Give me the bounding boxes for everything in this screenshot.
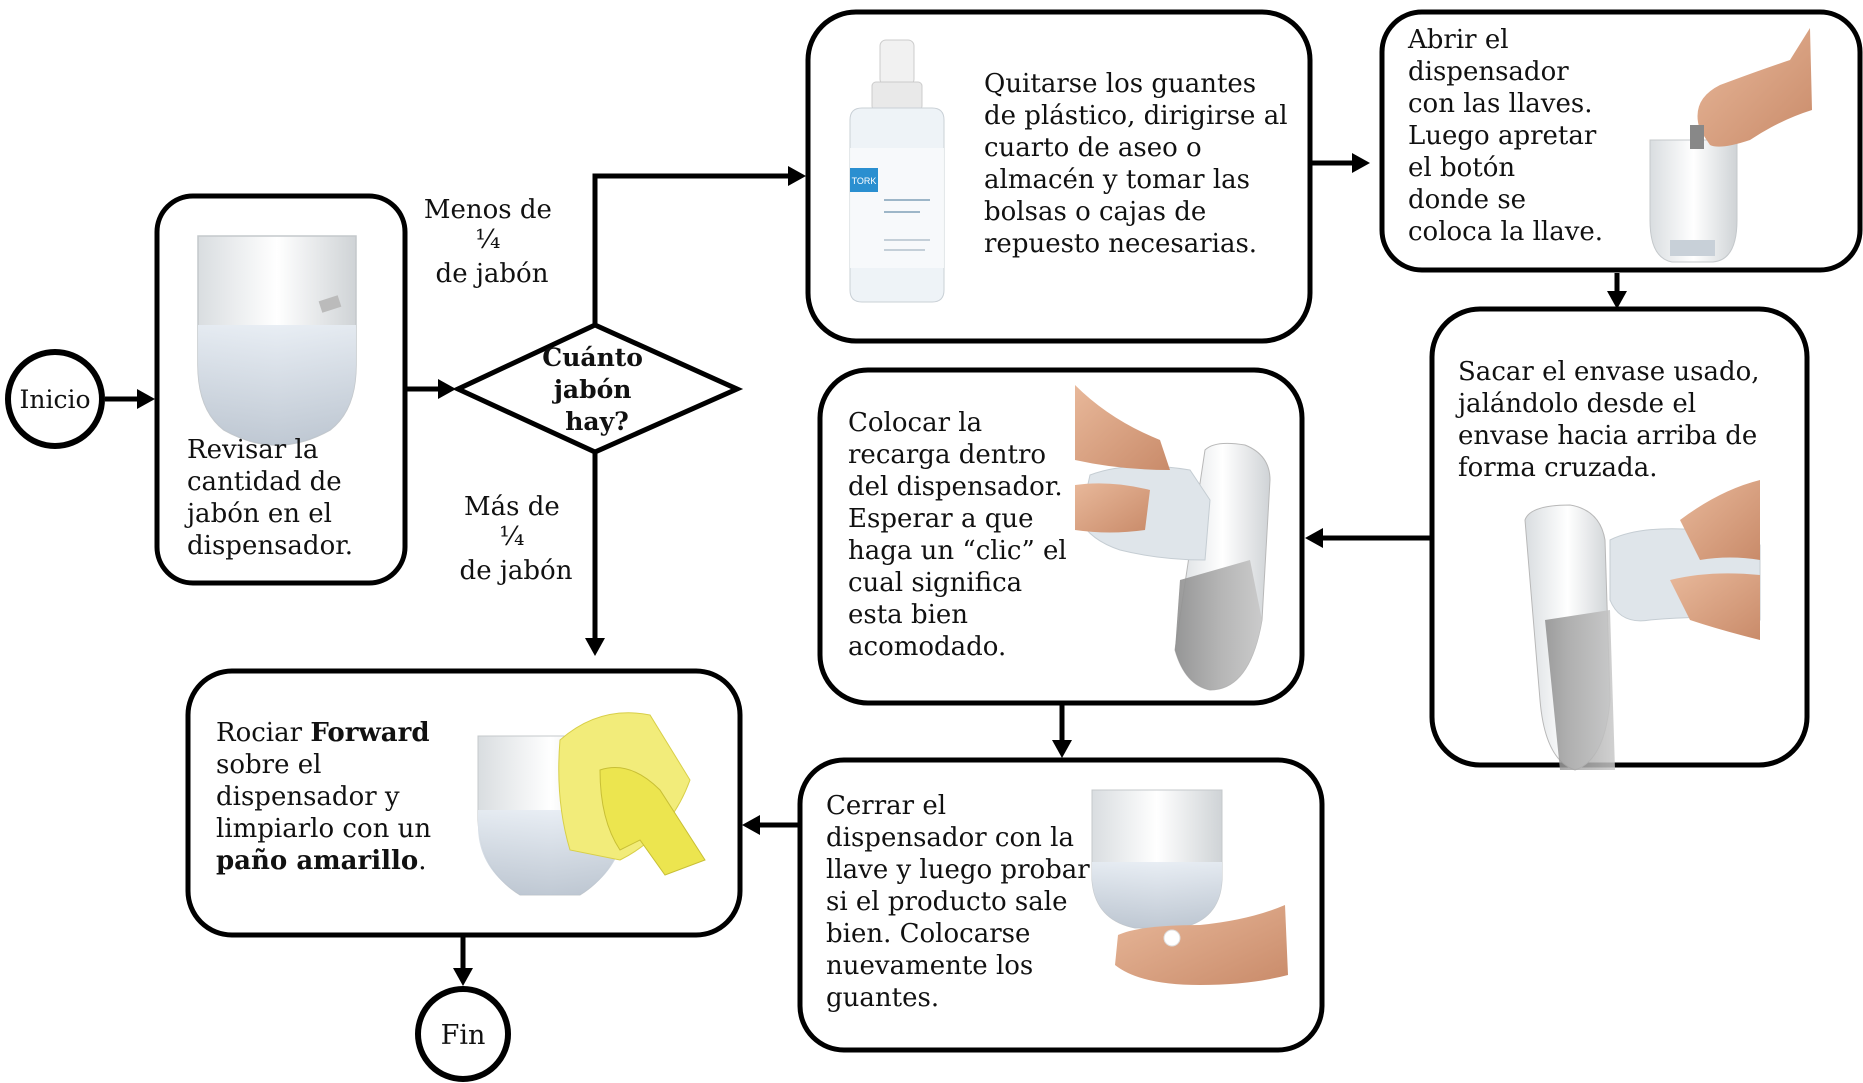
remove-container-text: Sacar el envase usado, jalándolo desde e… bbox=[1455, 357, 1768, 483]
end-node: Fin bbox=[415, 986, 511, 1082]
clean-text: Rociar Forward sobre el dispensador y li… bbox=[216, 718, 439, 876]
decision-text: Cuánto jabón hay? bbox=[542, 343, 651, 436]
arrowhead bbox=[453, 968, 473, 986]
edge-decision-less bbox=[592, 173, 788, 325]
arrowhead bbox=[788, 166, 806, 186]
connectors bbox=[105, 153, 1627, 986]
tork-foam-soap-refill-bottle-photo: TORK bbox=[849, 39, 945, 303]
end-label: Fin bbox=[441, 1020, 486, 1051]
arrowhead bbox=[137, 389, 155, 409]
arrowhead bbox=[1607, 291, 1627, 309]
step-open-dispenser: Abrir el dispensador con las llaves. Lue… bbox=[1379, 9, 1863, 273]
hands-inserting-refill-photo bbox=[1075, 385, 1271, 691]
start-label: Inicio bbox=[19, 385, 90, 414]
arrowhead bbox=[742, 815, 760, 835]
edge-label-more: Más de ¼ de jabón bbox=[460, 492, 573, 586]
arrowhead bbox=[1305, 528, 1323, 548]
get-refill-text: Quitarse los guantes de plástico, dirigi… bbox=[984, 69, 1296, 259]
step-close-test: Cerrar el dispensador con la llave y lue… bbox=[797, 757, 1325, 1053]
open-dispenser-text: Abrir el dispensador con las llaves. Lue… bbox=[1407, 25, 1605, 247]
check-level-text: Revisar la cantidad de jabón en el dispe… bbox=[184, 435, 353, 561]
hands-removing-container-photo bbox=[1524, 480, 1761, 771]
start-node: Inicio bbox=[5, 349, 105, 449]
soap-dispenser-bottom-photo bbox=[197, 235, 357, 446]
arrowhead bbox=[438, 379, 456, 399]
step-remove-container: Sacar el envase usado, jalándolo desde e… bbox=[1429, 306, 1810, 771]
decision-node: Cuánto jabón hay? bbox=[452, 322, 744, 455]
step-insert-refill: Colocar la recarga dentro del dispensado… bbox=[817, 367, 1305, 706]
hand-receiving-soap-photo bbox=[1091, 789, 1288, 985]
tork-logo: TORK bbox=[852, 176, 877, 186]
arrowhead bbox=[1352, 153, 1370, 173]
insert-refill-text: Colocar la recarga dentro del dispensado… bbox=[848, 408, 1075, 662]
step-clean: Rociar Forward sobre el dispensador y li… bbox=[185, 668, 743, 938]
arrowhead bbox=[585, 638, 605, 656]
close-test-text: Cerrar el dispensador con la llave y lue… bbox=[826, 791, 1098, 1013]
edge-label-less: Menos de ¼ de jabón bbox=[424, 195, 560, 289]
arrowhead bbox=[1052, 740, 1072, 758]
step-check-level: Revisar la cantidad de jabón en el dispe… bbox=[154, 193, 408, 586]
yellow-glove-cloth-cleaning-photo bbox=[477, 712, 706, 896]
hand-opening-dispenser-photo bbox=[1649, 28, 1812, 263]
step-get-refill: TORK Quitarse los guantes de plástico, d… bbox=[805, 9, 1313, 344]
